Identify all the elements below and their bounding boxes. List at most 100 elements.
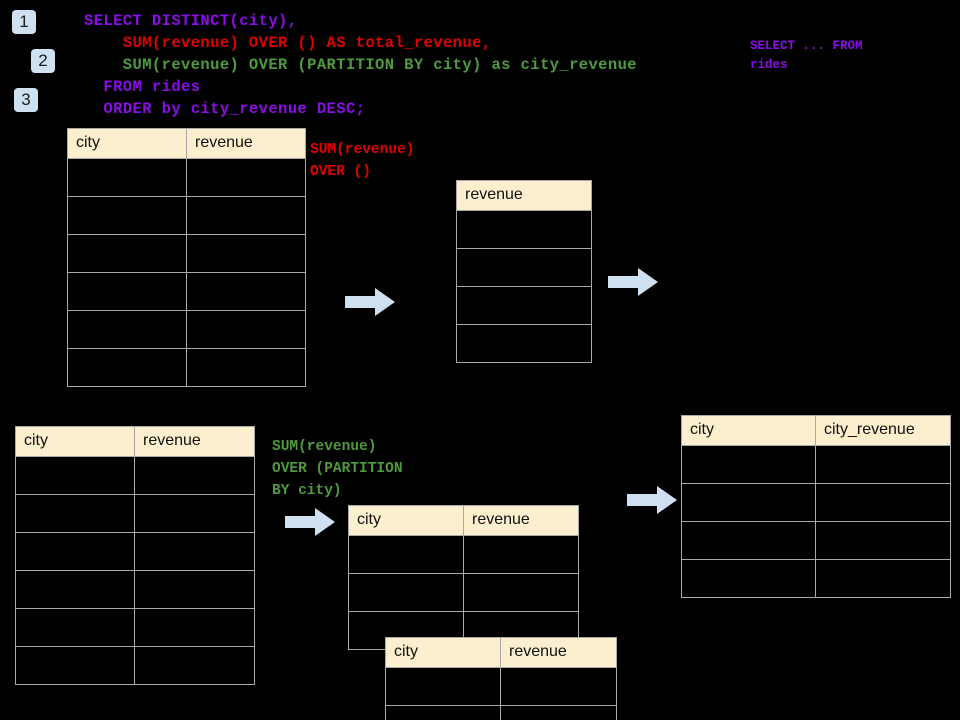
table-row	[456, 210, 592, 249]
table-row	[15, 608, 255, 647]
cell-revenue	[500, 667, 617, 706]
cell-city	[348, 573, 464, 612]
cell-revenue	[500, 705, 617, 720]
column-header-city: city	[15, 426, 135, 457]
table-row	[15, 532, 255, 571]
table-row	[67, 272, 306, 311]
table-row	[456, 286, 592, 325]
cell-revenue	[186, 158, 306, 197]
table-row	[348, 573, 579, 612]
table-header-row: revenue	[456, 180, 592, 211]
table-header-row: city city_revenue	[681, 415, 951, 446]
table-row	[67, 158, 306, 197]
cell-revenue	[186, 196, 306, 235]
sql-line-order-by: ORDER by city_revenue DESC;	[84, 100, 366, 118]
table-row	[67, 196, 306, 235]
table-row	[456, 248, 592, 287]
arrow-partition-to-result	[627, 486, 677, 514]
cell-revenue	[134, 608, 255, 647]
step-badge-2: 2	[31, 49, 55, 73]
column-header-revenue: revenue	[500, 637, 617, 668]
source-rides-table: city revenue	[67, 128, 306, 387]
table-header-row: city revenue	[348, 505, 579, 536]
table-row	[15, 570, 255, 609]
cell-city	[67, 234, 187, 273]
cell-revenue	[456, 210, 592, 249]
annotation-sum-over-partition: SUM(revenue) OVER (PARTITION BY city)	[272, 439, 403, 499]
table-row	[385, 667, 617, 706]
partition-source-table: city revenue	[15, 426, 255, 685]
cell-revenue	[463, 573, 579, 612]
column-header-revenue: revenue	[134, 426, 255, 457]
cell-city	[681, 521, 816, 560]
cell-city-revenue	[815, 445, 951, 484]
table-header-row: city revenue	[385, 637, 617, 668]
cell-revenue	[463, 535, 579, 574]
cell-city	[681, 559, 816, 598]
partition-middle-table: city revenue	[348, 505, 579, 650]
arrow-partition-source-to-mid	[285, 508, 335, 536]
table-row	[681, 521, 951, 560]
cell-city	[15, 494, 135, 533]
column-header-city: city	[348, 505, 464, 536]
cell-revenue	[134, 494, 255, 533]
cell-city	[67, 158, 187, 197]
table-row	[456, 324, 592, 363]
sql-line-select-distinct: SELECT DISTINCT(city),	[84, 12, 298, 30]
cell-city	[67, 196, 187, 235]
column-header-revenue: revenue	[186, 128, 306, 159]
table-row	[15, 646, 255, 685]
table-row	[348, 535, 579, 574]
sql-line-from-rides: FROM rides	[84, 78, 201, 96]
cell-city	[67, 310, 187, 349]
cell-revenue	[456, 324, 592, 363]
cell-city	[681, 483, 816, 522]
cell-city	[385, 705, 501, 720]
table-header-row: city revenue	[67, 128, 306, 159]
cell-city	[15, 532, 135, 571]
cell-city	[348, 535, 464, 574]
cell-revenue	[134, 570, 255, 609]
table-row	[67, 234, 306, 273]
annotation-select-from-rides: SELECT ... FROM rides	[750, 39, 863, 72]
arrow-source-to-total	[345, 288, 395, 316]
table-row	[681, 483, 951, 522]
column-header-city: city	[67, 128, 187, 159]
step-badge-1: 1	[12, 10, 36, 34]
cell-revenue	[134, 646, 255, 685]
column-header-city: city	[385, 637, 501, 668]
cell-city	[67, 348, 187, 387]
cell-revenue	[456, 248, 592, 287]
cell-city-revenue	[815, 559, 951, 598]
sql-line-sum-over-empty: SUM(revenue) OVER () AS total_revenue,	[84, 34, 492, 52]
cell-city-revenue	[815, 521, 951, 560]
cell-revenue	[456, 286, 592, 325]
cell-revenue	[134, 532, 255, 571]
cell-city	[15, 608, 135, 647]
cell-city	[15, 570, 135, 609]
arrow-total-to-result	[608, 268, 658, 296]
cell-revenue	[134, 456, 255, 495]
cell-city	[15, 456, 135, 495]
table-header-row: city revenue	[15, 426, 255, 457]
table-row	[67, 348, 306, 387]
cell-revenue	[186, 234, 306, 273]
table-row	[15, 456, 255, 495]
cell-city	[385, 667, 501, 706]
cell-city-revenue	[815, 483, 951, 522]
annotation-sum-over-empty: SUM(revenue) OVER ()	[310, 142, 415, 180]
table-row	[15, 494, 255, 533]
column-header-revenue: revenue	[456, 180, 592, 211]
cell-revenue	[186, 272, 306, 311]
table-row	[385, 705, 617, 720]
cell-revenue	[186, 310, 306, 349]
column-header-revenue: revenue	[463, 505, 579, 536]
table-row	[681, 559, 951, 598]
sql-line-sum-over-partition: SUM(revenue) OVER (PARTITION BY city) as…	[84, 56, 637, 74]
cell-revenue	[186, 348, 306, 387]
cell-city	[681, 445, 816, 484]
step-badge-3: 3	[14, 88, 38, 112]
cell-city	[15, 646, 135, 685]
table-row	[681, 445, 951, 484]
